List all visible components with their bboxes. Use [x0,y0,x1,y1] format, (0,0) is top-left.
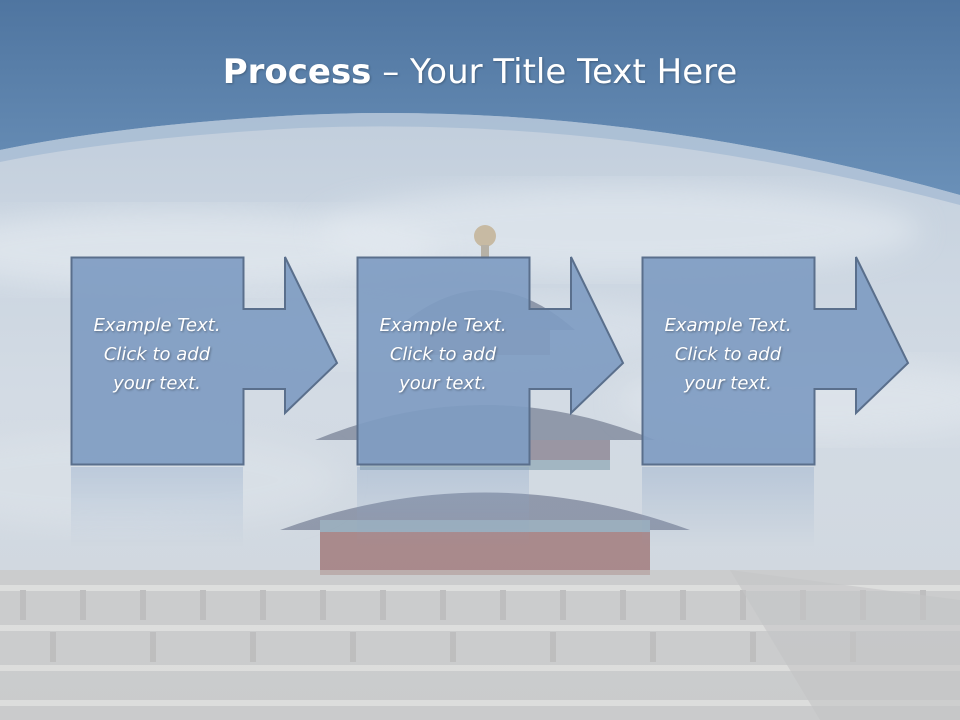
title-bold: Process [222,52,372,92]
step-reflection [642,467,814,547]
step-text: Example Text. Click to add your text. [357,311,529,398]
step-line: Example Text. [379,315,507,336]
step-reflection [71,467,243,547]
title-rest: – Your Title Text Here [371,52,738,92]
header-band [0,0,960,205]
step-line: Example Text. [664,315,792,336]
arrow-box-shape [356,256,625,466]
step-line: your text. [399,373,487,394]
slide-title[interactable]: Process – Your Title Text Here [0,52,960,92]
step-line: your text. [684,373,772,394]
step-text: Example Text. Click to add your text. [71,311,243,398]
step-line: Example Text. [93,315,221,336]
step-line: Click to add [103,344,211,365]
step-line: Click to add [674,344,782,365]
step-reflection [357,467,529,547]
step-line: your text. [113,373,201,394]
arrow-box-shape [641,256,910,466]
step-text: Example Text. Click to add your text. [642,311,814,398]
arrow-box-shape [70,256,339,466]
step-line: Click to add [389,344,497,365]
